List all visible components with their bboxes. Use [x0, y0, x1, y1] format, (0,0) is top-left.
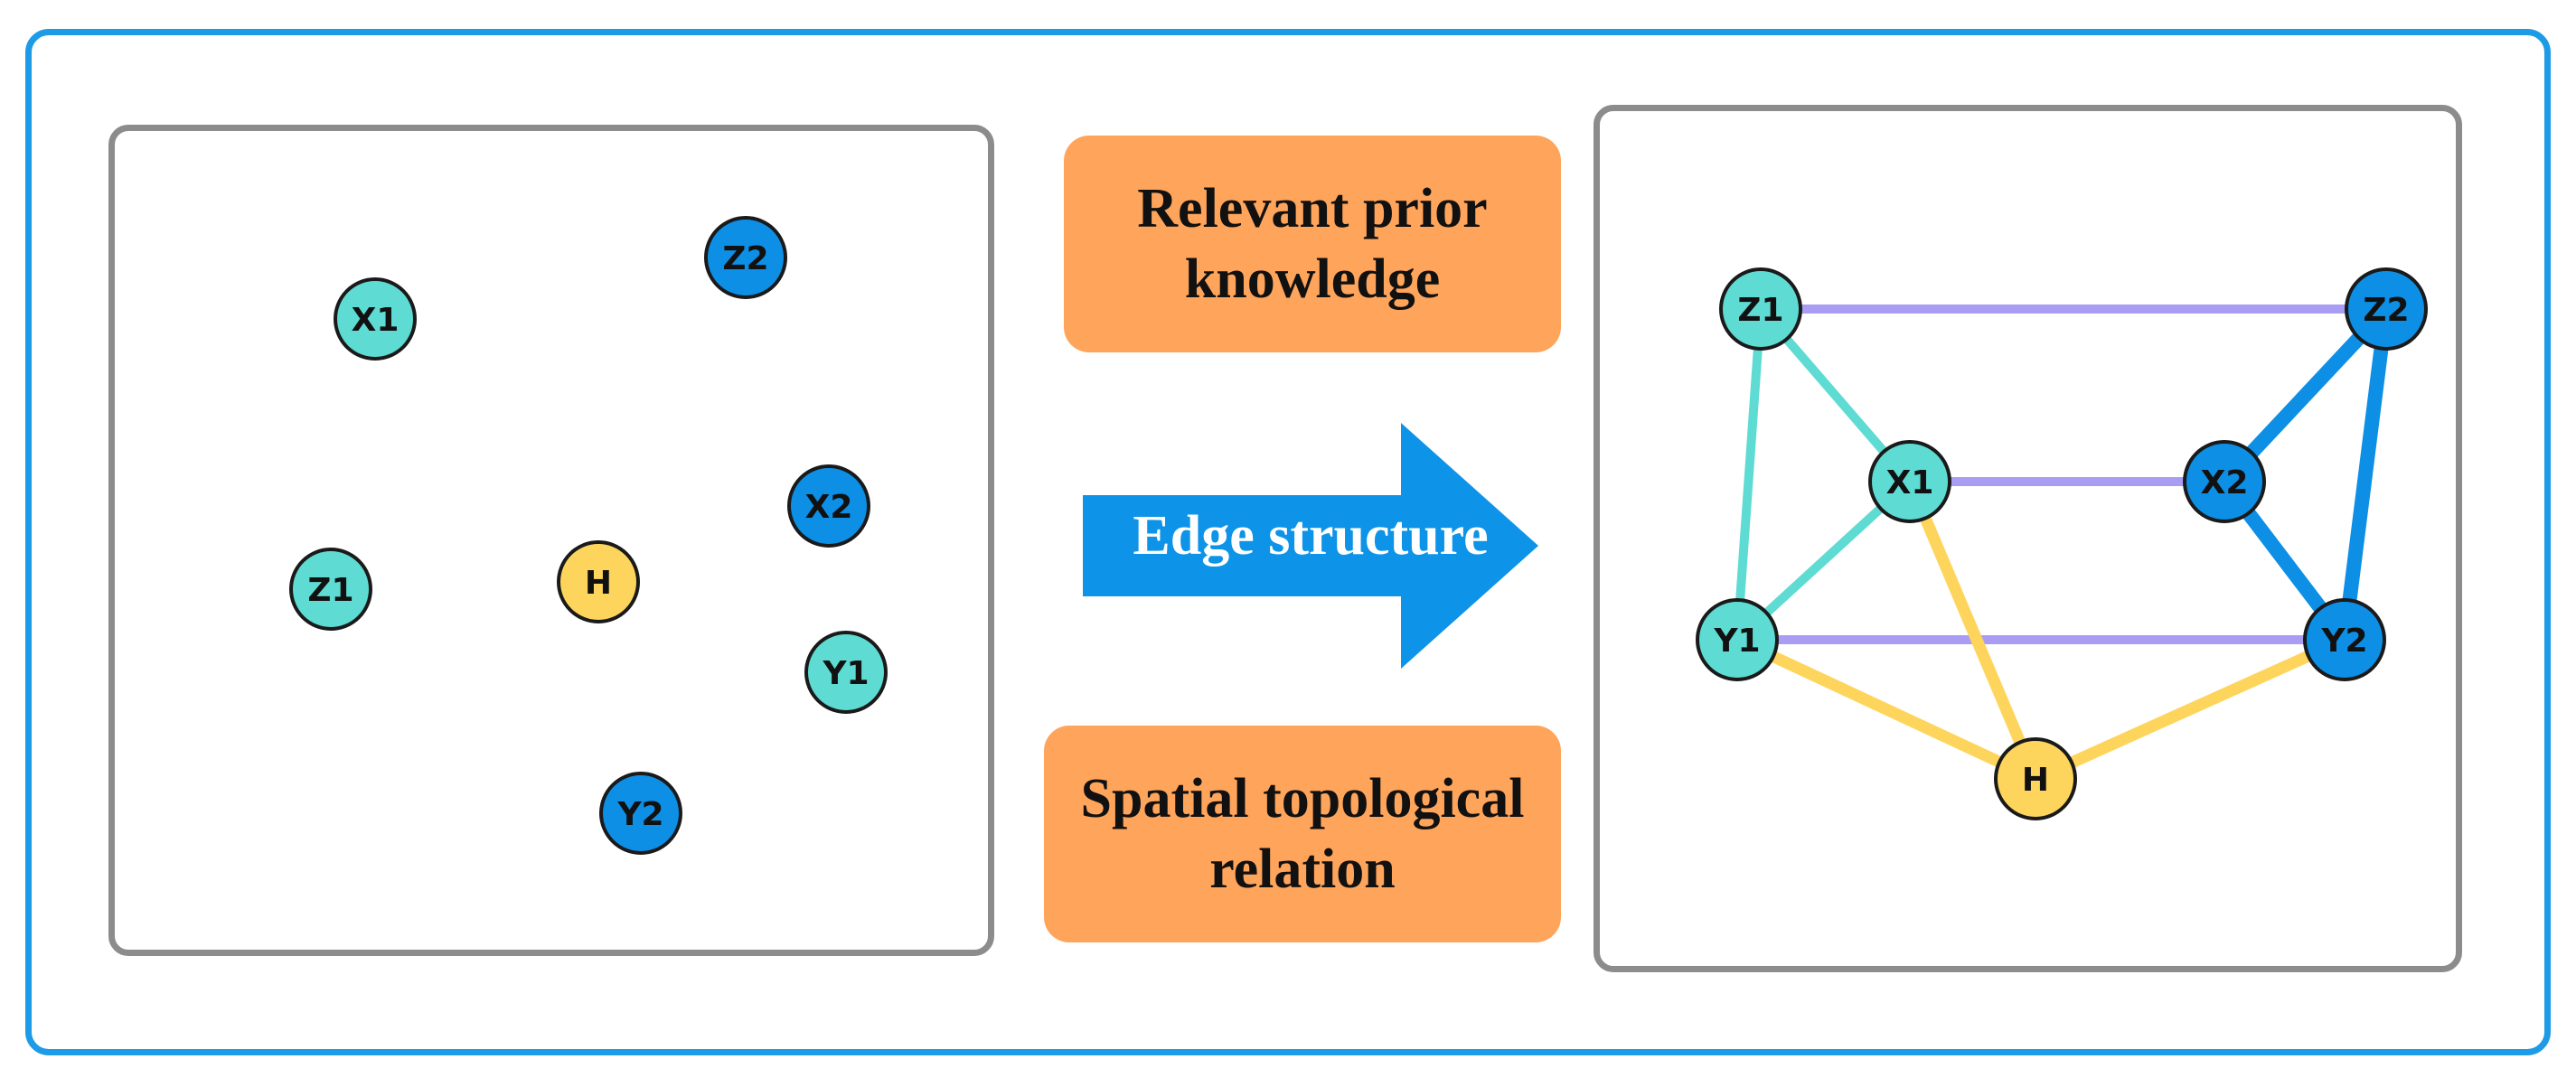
left-node-label: Y2 [616, 796, 663, 833]
left-node-x1: X1 [334, 277, 417, 361]
right-node-y2: Y2 [2303, 598, 2386, 681]
edge-z1-y1 [1733, 305, 1765, 644]
right-node-label: H [2022, 762, 2049, 799]
right-node-x1: X1 [1868, 440, 1951, 523]
right-node-z2: Z2 [2345, 267, 2428, 351]
graph-panel [1594, 105, 2462, 972]
left-node-h: H [557, 540, 640, 623]
left-node-label: Y1 [822, 655, 869, 692]
left-node-label: X2 [805, 489, 853, 526]
left-node-label: Z2 [722, 240, 768, 277]
left-node-z1: Z1 [289, 548, 372, 631]
right-node-y1: Y1 [1696, 598, 1779, 681]
left-node-y2: Y2 [599, 772, 682, 855]
spatial-relation-box: Spatial topological relation [1044, 726, 1561, 942]
left-node-y1: Y1 [804, 631, 888, 714]
left-node-label: X1 [352, 302, 400, 339]
edge-z2-y2 [2337, 302, 2393, 647]
edge-x1-h [1904, 475, 2042, 785]
right-arrow-icon [1083, 423, 1538, 669]
left-node-label: Z1 [307, 572, 353, 609]
right-node-label: Y2 [2320, 623, 2367, 660]
outer-frame [25, 29, 2551, 1055]
edge-y2-h [2029, 633, 2351, 785]
right-node-z1: Z1 [1719, 267, 1802, 351]
edge-y1-h [1731, 633, 2042, 785]
right-node-h: H [1994, 737, 2077, 820]
right-node-label: Y1 [1713, 623, 1760, 660]
left-node-z2: Z2 [704, 216, 787, 299]
right-node-label: X1 [1886, 464, 1934, 501]
left-node-label: H [585, 565, 612, 602]
right-node-x2: X2 [2183, 440, 2266, 523]
right-node-label: X2 [2201, 464, 2249, 501]
edge-structure-label: Edge structure [1133, 504, 1489, 567]
right-node-label: Z2 [2363, 292, 2409, 329]
right-node-label: Z1 [1737, 292, 1783, 329]
prior-knowledge-box: Relevant prior knowledge [1064, 136, 1561, 352]
left-node-x2: X2 [787, 464, 870, 548]
